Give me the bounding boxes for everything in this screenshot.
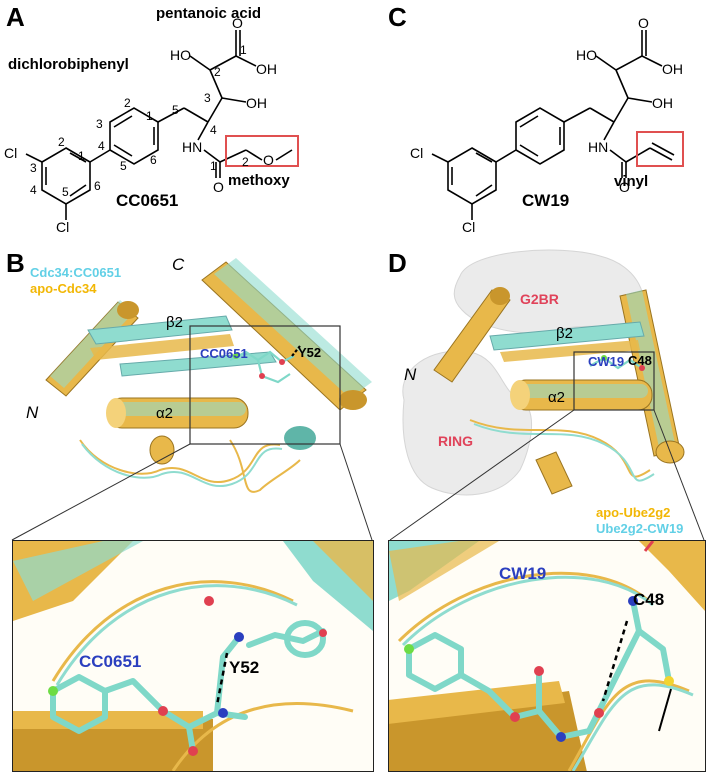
num-chain-4: 4 [210,123,217,137]
atom-oh-c: OH [652,95,673,111]
num-chain-1: 1 [240,43,247,57]
atom-o-acid: O [232,15,243,31]
atom-o-amide: O [213,179,224,195]
label-pentanoic-acid: pentanoic acid [156,5,262,22]
label-alpha2-d: α2 [548,389,566,406]
methoxy-highlight-box [225,135,299,167]
label-ligand-b: CC0651 [200,346,248,361]
surface-ring [402,350,533,496]
helix-alpha2 [106,397,249,429]
zoom-inset-d: CW19 C48 [388,540,706,772]
zoom-inset-b: CC0651 Y52 [12,540,374,772]
atom-oh-acid: OH [256,61,277,77]
panel-letter-d: D [388,248,407,278]
zoom-region-box-d [573,351,655,411]
atom-oh-acid-c: OH [662,61,683,77]
atom-cl-bottom-c: Cl [462,219,476,235]
label-beta2-b: β2 [166,314,183,331]
num-left-4: 4 [30,183,37,197]
label-zoom-ligand-d: CW19 [499,564,547,583]
num-ring-5: 5 [120,159,127,173]
label-zoom-residue-d: C48 [633,590,665,609]
num-left-2: 2 [58,135,65,149]
num-ring-6: 6 [150,153,157,167]
num-chain-3: 3 [204,91,211,105]
label-residue-y52-b: Y52 [298,345,322,360]
compound-name-cc0651: CC0651 [116,191,179,210]
atom-cl-bottom: Cl [56,219,70,235]
atom-o-amide-c: O [619,179,630,195]
num-amide-2: 2 [242,155,249,169]
legend-ube2g2-cw19: Ube2g2-CW19 [596,521,684,536]
num-amide-1: 1 [210,159,217,173]
num-left-3: 3 [30,161,37,175]
label-residue-c48-d: C48 [628,353,652,368]
compound-name-cw19: CW19 [522,191,570,210]
helix-c-terminal [201,258,372,411]
num-ring-2: 2 [124,96,131,110]
atom-cl-top: Cl [4,145,18,161]
num-left-5: 5 [62,185,69,199]
label-ligand-d: CW19 [588,354,625,369]
label-zoom-residue-b: Y52 [229,658,260,677]
panel-letter-b: B [6,248,25,278]
label-n-terminus-d: N [404,365,417,384]
atom-ho-c: HO [576,47,597,63]
atom-o-acid-c: O [638,15,649,31]
legend-cdc34-cc0651: Cdc34:CC0651 [30,265,122,280]
num-chain-2: 2 [214,65,221,79]
atom-ho: HO [170,47,191,63]
num-chain-5: 5 [172,103,179,117]
vinyl-highlight-box [636,131,684,167]
zoom-region-box-b [189,325,341,445]
atom-cl-top-c: Cl [410,145,424,161]
zoom-inset-b-art [13,541,373,771]
label-beta2-d: β2 [556,325,573,342]
atom-hn-c: HN [588,139,609,155]
atom-oh: OH [246,95,267,111]
legend-apo-cdc34: apo-Cdc34 [30,281,97,296]
num-ring-3: 3 [96,117,103,131]
label-c-terminus-b: C [172,255,185,274]
atom-hn: HN [182,139,203,155]
ligand-cc0651-sticks [229,345,301,384]
label-n-terminus-b: N [26,403,39,422]
legend-apo-ube2g2: apo-Ube2g2 [596,505,671,520]
num-ring-1: 1 [146,109,153,123]
zoom-inset-d-art [389,541,705,771]
label-ring: RING [438,433,473,449]
label-alpha2-b: α2 [156,405,174,422]
atom-o-ether: O [263,152,274,168]
num-ring-4: 4 [98,139,105,153]
label-methoxy: methoxy [228,172,290,189]
panel-letter-a: A [6,2,25,32]
panel-letter-c: C [388,2,407,32]
num-left-1: 1 [78,149,85,163]
label-zoom-ligand-b: CC0651 [79,652,142,671]
label-dichlorobiphenyl: dichlorobiphenyl [8,56,129,73]
label-g2br: G2BR [520,291,559,307]
num-left-6: 6 [94,179,101,193]
